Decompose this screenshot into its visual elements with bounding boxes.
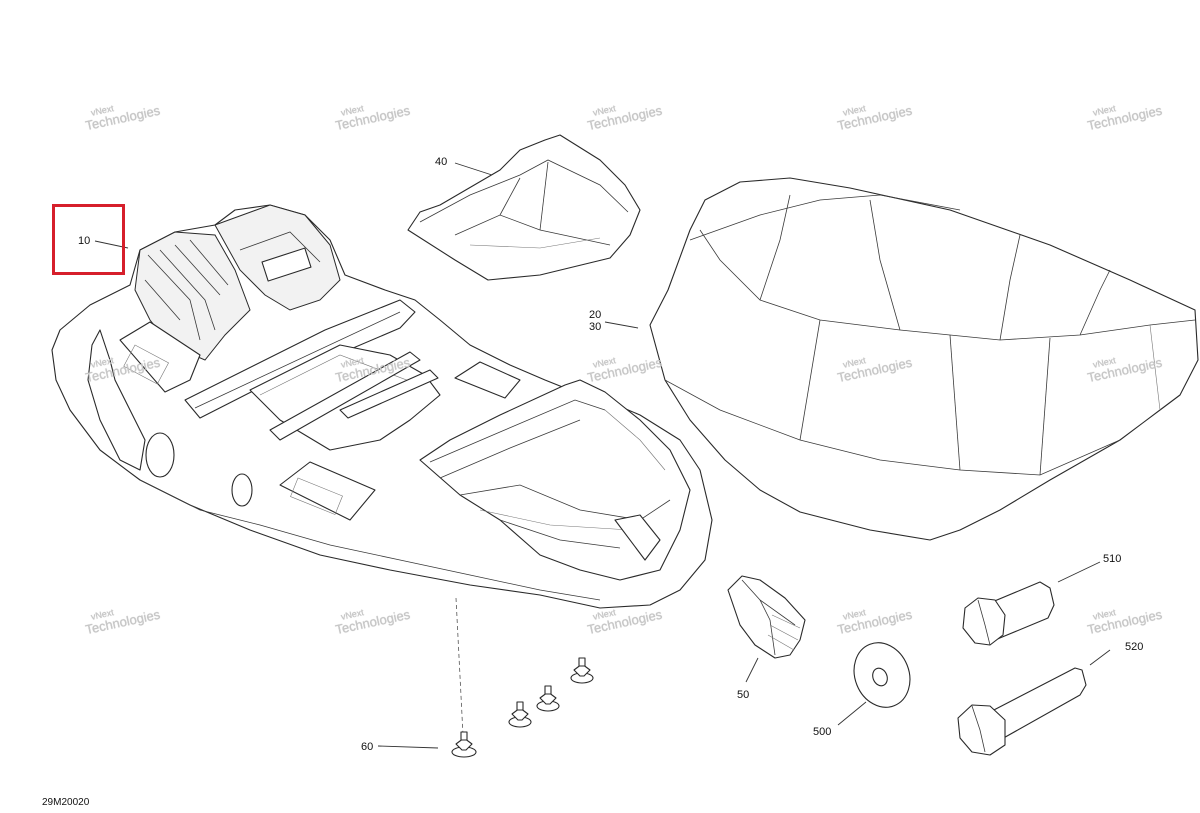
part-20-30-seat[interactable] (649, 177, 1199, 541)
part-40-tray[interactable] (407, 134, 641, 281)
callout-20[interactable]: 20 (589, 309, 602, 321)
part-510-bolt[interactable] (962, 581, 1055, 646)
selected-callout-highlight (52, 204, 125, 275)
callout-50[interactable]: 50 (737, 689, 750, 701)
rivet-1 (451, 731, 477, 758)
callout-10[interactable]: 10 (78, 235, 91, 247)
part-10-seat-base[interactable] (51, 204, 713, 609)
callout-510[interactable]: 510 (1103, 553, 1122, 565)
part-60-rivets[interactable] (451, 597, 594, 758)
part-520-bolt[interactable] (957, 667, 1087, 756)
drawing-code: 29M20020 (42, 797, 90, 808)
part-500-washer[interactable] (845, 634, 920, 715)
callout-520[interactable]: 520 (1125, 641, 1144, 653)
callout-30[interactable]: 30 (589, 321, 602, 333)
callout-40[interactable]: 40 (435, 156, 448, 168)
rivet-2 (508, 701, 532, 728)
callout-500[interactable]: 500 (813, 726, 832, 738)
leader-lines (94, 162, 1111, 749)
rivet-3 (536, 685, 560, 712)
rivet-4 (570, 657, 594, 684)
callout-60[interactable]: 60 (361, 741, 374, 753)
part-50-clip[interactable] (727, 575, 806, 659)
